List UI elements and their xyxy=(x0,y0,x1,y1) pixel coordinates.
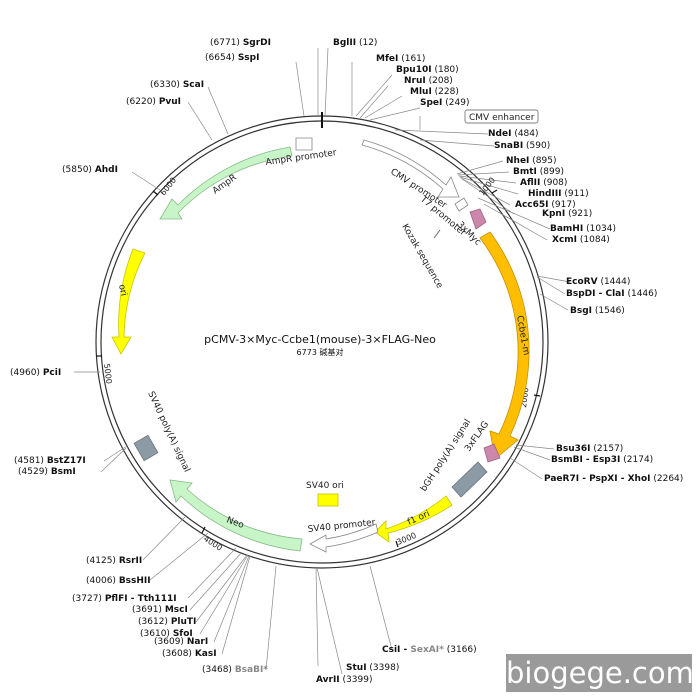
ampr-feature xyxy=(159,146,293,220)
ccbe1-label: Ccbe1-m xyxy=(514,315,531,356)
site-ahdi: (5850) AhdI xyxy=(62,165,118,175)
3xflag-feature xyxy=(483,443,501,463)
site-snabi: SnaBI (590) xyxy=(494,141,550,151)
cmv-enhancer-box xyxy=(464,109,539,124)
site-leader-lines xyxy=(74,47,571,675)
site-csii-sexai: CsiI - SexAI* (3166) xyxy=(382,645,477,655)
site-tth111i: (3727) PflFI - Tth111I xyxy=(72,594,177,604)
site-bspdi-clai: BspDI - ClaI (1446) xyxy=(566,289,657,299)
site-spei: SpeI (249) xyxy=(420,98,469,108)
t7-promoter-feature xyxy=(454,197,469,212)
site-hindiii: HindIII (911) xyxy=(528,189,589,199)
site-stui: StuI (3398) xyxy=(346,663,399,673)
sv40-ori-feature xyxy=(317,493,339,507)
site-bglii: BglII (12) xyxy=(333,38,377,48)
site-bsshii: (4006) BssHII xyxy=(86,576,151,586)
site-bsgi: BsgI (1546) xyxy=(570,306,625,316)
site-bsu36i: Bsu36I (2157) xyxy=(556,444,623,454)
site-mfei: MfeI (161) xyxy=(376,54,425,64)
sv40-promoter-feature xyxy=(309,523,379,553)
site-kpni: KpnI (921) xyxy=(542,209,592,219)
tick-5000: 5000 xyxy=(102,363,113,384)
cmv-enhancer-label: CMV enhancer xyxy=(469,113,535,123)
site-pluti: (3612) PluTI xyxy=(138,617,196,627)
3xmyc-feature xyxy=(469,208,487,230)
site-rsrii: (4125) RsrII xyxy=(86,556,142,566)
plasmid-size: 6773 碱基对 xyxy=(297,347,344,357)
sv40-polya-feature xyxy=(133,434,159,462)
site-ndei: NdeI (484) xyxy=(488,129,539,139)
ori-feature xyxy=(111,248,146,355)
sv40-ori-label: SV40 ori xyxy=(306,481,344,491)
site-xcmi: XcmI (1084) xyxy=(552,235,610,245)
ori-label: ori xyxy=(116,284,128,298)
site-avrii: AvrII (3399) xyxy=(316,675,372,685)
site-bstz17i: (4581) BstZ17I xyxy=(14,456,86,466)
neo-feature xyxy=(169,479,303,552)
bgh-polya-feature xyxy=(451,461,488,498)
site-nhei: NheI (895) xyxy=(506,156,556,166)
cmv-promoter-label: CMV promoter xyxy=(388,167,448,211)
site-sspi: (6654) SspI xyxy=(205,53,259,63)
f1-ori-feature xyxy=(374,495,453,543)
kozak-mark xyxy=(433,229,441,239)
site-xhoi: PaeR7I - PspXI - XhoI (2264) xyxy=(544,474,683,484)
site-bsmbi: BsmBI - Esp3I (2174) xyxy=(551,455,653,465)
watermark: biogege.com xyxy=(506,654,694,692)
tick-4000: 4000 xyxy=(202,534,224,553)
cmv-promoter-feature xyxy=(361,139,460,198)
site-msci: (3691) MscI xyxy=(132,605,188,615)
ampr-promoter-feature xyxy=(295,137,313,151)
site-pvui: (6220) PvuI xyxy=(126,97,181,107)
tick-3000: 3000 xyxy=(395,531,417,547)
site-ecorv: EcoRV (1444) xyxy=(566,277,630,287)
site-bpu10i: Bpu10I (180) xyxy=(396,65,459,75)
site-aflii: AflII (908) xyxy=(520,178,567,188)
plasmid-name: pCMV-3×Myc-Ccbe1(mouse)-3×FLAG-Neo xyxy=(204,333,436,346)
site-sfoi: (3610) SfoI xyxy=(140,629,193,639)
f1-ori-label: f1 ori xyxy=(406,509,432,528)
site-scai: (6330) ScaI xyxy=(150,80,204,90)
site-nari: (3609) NarI xyxy=(154,637,208,647)
site-sgrdi: (6771) SgrDI xyxy=(210,38,271,48)
tick-6000: 6000 xyxy=(158,176,178,198)
sv40-polya-label: SV40 poly(A) signal xyxy=(145,390,191,474)
site-pcii: (4960) PciI xyxy=(10,368,61,378)
site-kasi: (3608) KasI xyxy=(162,649,217,659)
site-bamhi: BamHI (1034) xyxy=(550,224,616,234)
site-bmti: BmtI (899) xyxy=(513,167,564,177)
tick-2000: 2000 xyxy=(519,387,530,408)
site-nrui: NruI (208) xyxy=(404,76,453,86)
site-mlui: MluI (228) xyxy=(410,87,459,97)
site-acc65i: Acc65I (917) xyxy=(515,200,576,210)
site-bsabi: (3468) BsaBI* xyxy=(202,665,268,675)
site-bsmi: (4529) BsmI xyxy=(18,467,76,477)
